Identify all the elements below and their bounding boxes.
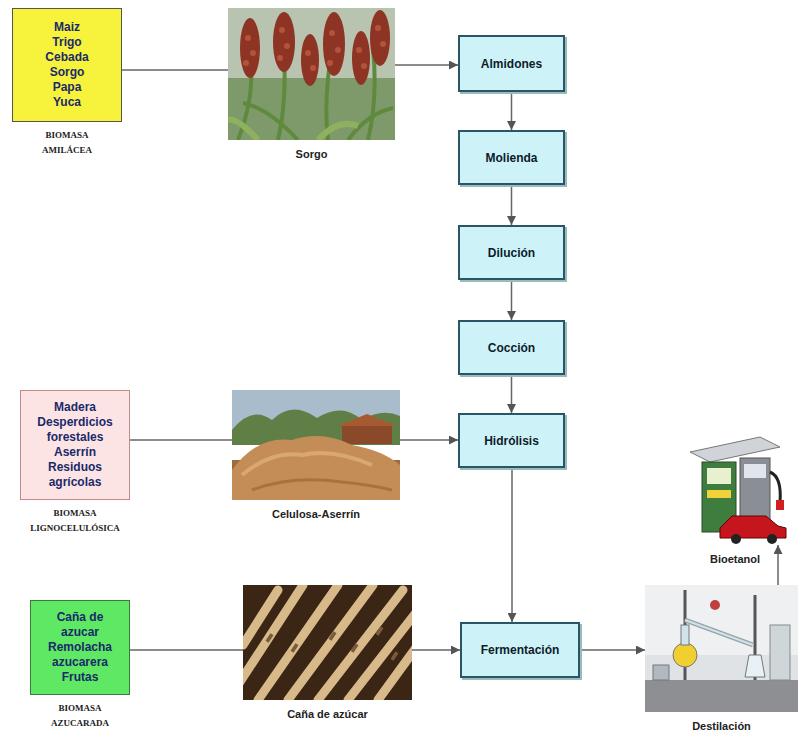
flow-arrow	[400, 439, 458, 441]
biomass-type-label: BIOMASA LIGNOCELULÓSICA	[30, 506, 120, 536]
picture-caption: Celulosa-Aserrín	[272, 508, 360, 520]
flow-arrow	[395, 64, 458, 66]
sugarcane-photo	[243, 585, 412, 700]
biomass-type-label: BIOMASA AMILÁCEA	[42, 128, 92, 158]
process-box: Molienda	[458, 130, 565, 185]
picture: Sorgo	[228, 8, 395, 140]
flow-arrow	[511, 185, 513, 225]
process-label: Fermentación	[481, 643, 560, 657]
picture-caption: Destilación	[692, 720, 751, 732]
connector-line	[130, 649, 243, 651]
process-label: Hidrólisis	[484, 434, 539, 448]
flow-arrow	[580, 649, 645, 651]
distillation-photo	[645, 585, 798, 712]
biomass-list: Maiz Trigo Cebada Sorgo Papa Yuca	[45, 20, 88, 110]
connector-line	[130, 439, 232, 441]
picture: Caña de azúcar	[243, 585, 412, 700]
flow-arrow	[412, 649, 460, 651]
flow-arrow	[511, 468, 513, 622]
picture: Bioetanol	[680, 432, 790, 545]
process-box: Hidrólisis	[458, 413, 565, 468]
picture: Celulosa-Aserrín	[232, 390, 400, 500]
flow-arrow	[511, 92, 513, 130]
process-label: Molienda	[485, 151, 537, 165]
biomass-list: Caña de azucar Remolacha azucarera Fruta…	[44, 610, 116, 685]
sorghum-photo	[228, 8, 395, 140]
picture: Destilación	[645, 585, 798, 712]
picture-caption: Bioetanol	[710, 553, 760, 565]
biomass-box: Maiz Trigo Cebada Sorgo Papa YucaBIOMASA…	[12, 8, 122, 122]
flow-arrow	[511, 280, 513, 320]
flow-arrow	[777, 545, 779, 585]
process-box: Dilución	[458, 225, 565, 280]
fuel-pump-icon	[680, 432, 790, 545]
connector-line	[122, 69, 228, 71]
biomass-box: Madera Desperdicios forestales Aserrín R…	[20, 390, 130, 500]
biomass-box: Caña de azucar Remolacha azucarera Fruta…	[30, 600, 130, 695]
picture-caption: Sorgo	[296, 148, 328, 160]
process-label: Cocción	[488, 341, 535, 355]
biomass-list: Madera Desperdicios forestales Aserrín R…	[37, 400, 112, 490]
biomass-type-label: BIOMASA AZUCARADA	[51, 701, 109, 731]
process-label: Dilución	[488, 246, 535, 260]
process-label: Almidones	[481, 57, 542, 71]
process-box: Fermentación	[460, 622, 580, 678]
process-box: Almidones	[458, 35, 565, 92]
picture-caption: Caña de azúcar	[287, 708, 368, 720]
flow-arrow	[511, 375, 513, 413]
sawdust-photo	[232, 390, 400, 500]
process-box: Cocción	[458, 320, 565, 375]
